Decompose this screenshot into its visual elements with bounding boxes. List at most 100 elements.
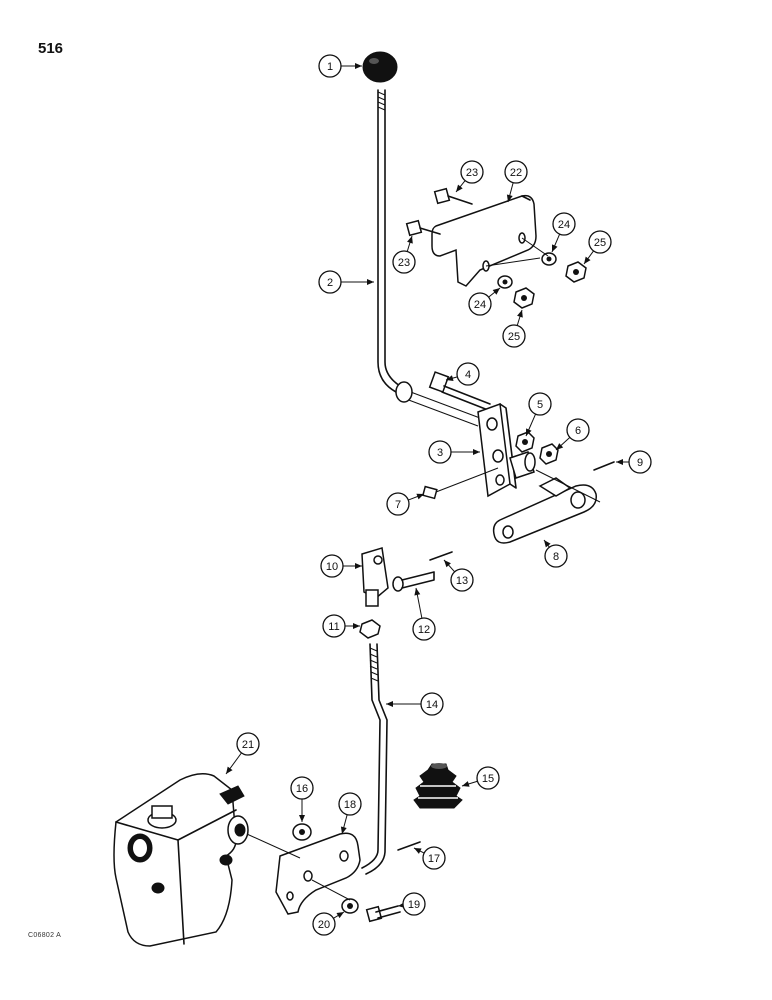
leader-arrow-1 [355, 63, 362, 69]
leader-arrow-2 [367, 279, 374, 285]
cotter-pin-17 [397, 841, 421, 851]
callout-label-9: 9 [637, 457, 643, 469]
callout-circle-25b [502, 324, 526, 348]
callout-circle-21 [236, 732, 260, 756]
cotter-pin-13 [429, 551, 453, 561]
bracket-part [431, 194, 537, 287]
callout-circle-11 [322, 614, 346, 638]
leader-arrow-6 [556, 443, 564, 450]
leader-arrow-23b [407, 236, 413, 244]
callout-circle-25a [588, 230, 612, 254]
drawing-code: C06802 A [28, 932, 62, 939]
callout-label-5: 5 [537, 399, 543, 411]
callout-circle-16 [290, 776, 314, 800]
callout-label-22: 22 [510, 167, 522, 179]
leader-arrow-24b [492, 288, 500, 295]
callout-circle-3 [428, 440, 452, 464]
callout-label-16: 16 [296, 783, 308, 795]
callout-label-3: 3 [437, 447, 443, 459]
callout-label-25b: 25 [508, 331, 520, 343]
washer-16 [292, 823, 312, 841]
leader-arrow-4 [446, 375, 454, 382]
control-lever-part [377, 89, 403, 399]
lock-washer-20 [341, 898, 359, 914]
callout-circle-23a [460, 160, 484, 184]
leader-arrow-15 [462, 781, 470, 787]
set-screw-part [421, 467, 499, 500]
callout-label-24a: 24 [558, 219, 570, 231]
callout-label-4: 4 [465, 369, 471, 381]
nut-part-6 [539, 443, 559, 465]
callout-label-13: 13 [456, 575, 468, 587]
leader-arrow-23a [456, 184, 463, 192]
callout-circle-12 [412, 617, 436, 641]
callout-circle-4 [456, 362, 480, 386]
callout-circle-10 [320, 554, 344, 578]
leader-arrow-14 [386, 701, 393, 707]
callout-circle-9 [628, 450, 652, 474]
callout-circle-13 [450, 568, 474, 592]
leader-arrow-20 [336, 912, 344, 919]
callout-label-7: 7 [395, 499, 401, 511]
rubber-boot-part [413, 763, 463, 809]
lever-bolt-part [395, 371, 491, 427]
callout-circle-24a [552, 212, 576, 236]
leader-arrow-25b [517, 310, 523, 318]
callout-label-21: 21 [242, 739, 254, 751]
callout-label-6: 6 [575, 425, 581, 437]
lever-plate-part [275, 832, 361, 915]
nut-part-5 [515, 431, 535, 453]
callout-label-25a: 25 [594, 237, 606, 249]
washer-24-lower [497, 275, 513, 289]
callout-label-2: 2 [327, 277, 333, 289]
callout-label-10: 10 [326, 561, 338, 573]
nut-25-lower [513, 287, 535, 309]
callout-circle-5 [528, 392, 552, 416]
knob-part [362, 51, 398, 83]
leader-arrow-13 [444, 560, 451, 568]
clevis-part [361, 547, 389, 607]
callout-label-14: 14 [426, 699, 438, 711]
clevis-pin-part [392, 571, 435, 592]
leader-arrow-12 [414, 588, 421, 596]
callout-circle-15 [476, 766, 500, 790]
callout-label-23a: 23 [466, 167, 478, 179]
callout-circle-20 [312, 912, 336, 936]
callout-circle-2 [318, 270, 342, 294]
callout-circle-14 [420, 692, 444, 716]
leader-arrow-9 [616, 459, 623, 465]
callout-label-23b: 23 [398, 257, 410, 269]
leader-arrow-18 [340, 826, 347, 834]
callout-label-17: 17 [428, 853, 440, 865]
callout-circle-22 [504, 160, 528, 184]
callout-leaders [225, 63, 629, 919]
callout-circle-24b [468, 292, 492, 316]
bracket-bolt-upper [433, 187, 473, 205]
leader-arrow-21 [226, 766, 233, 774]
callout-circle-1 [318, 54, 342, 78]
leader-arrow-24a [552, 244, 558, 252]
roll-pin-part [593, 461, 615, 471]
control-rod-part [361, 643, 388, 875]
leader-arrow-8 [544, 540, 551, 548]
bracket-bolt-lower [405, 219, 441, 237]
washer-24-upper [541, 252, 557, 266]
leader-arrow-7 [416, 493, 424, 500]
leader-arrow-22 [506, 194, 513, 202]
callout-label-11: 11 [328, 621, 339, 633]
callout-circle-6 [566, 418, 590, 442]
mounting-plate-part [477, 402, 517, 498]
leader-arrow-17 [414, 848, 422, 854]
callout-label-20: 20 [318, 919, 330, 931]
leader-arrow-5 [526, 428, 532, 436]
jam-nut-part [359, 619, 381, 639]
leader-arrow-3 [473, 449, 480, 455]
callout-label-18: 18 [344, 799, 356, 811]
plate-hub [509, 451, 536, 479]
lever-arm-part [492, 469, 601, 544]
leader-arrow-16 [299, 815, 305, 822]
callout-label-15: 15 [482, 773, 494, 785]
